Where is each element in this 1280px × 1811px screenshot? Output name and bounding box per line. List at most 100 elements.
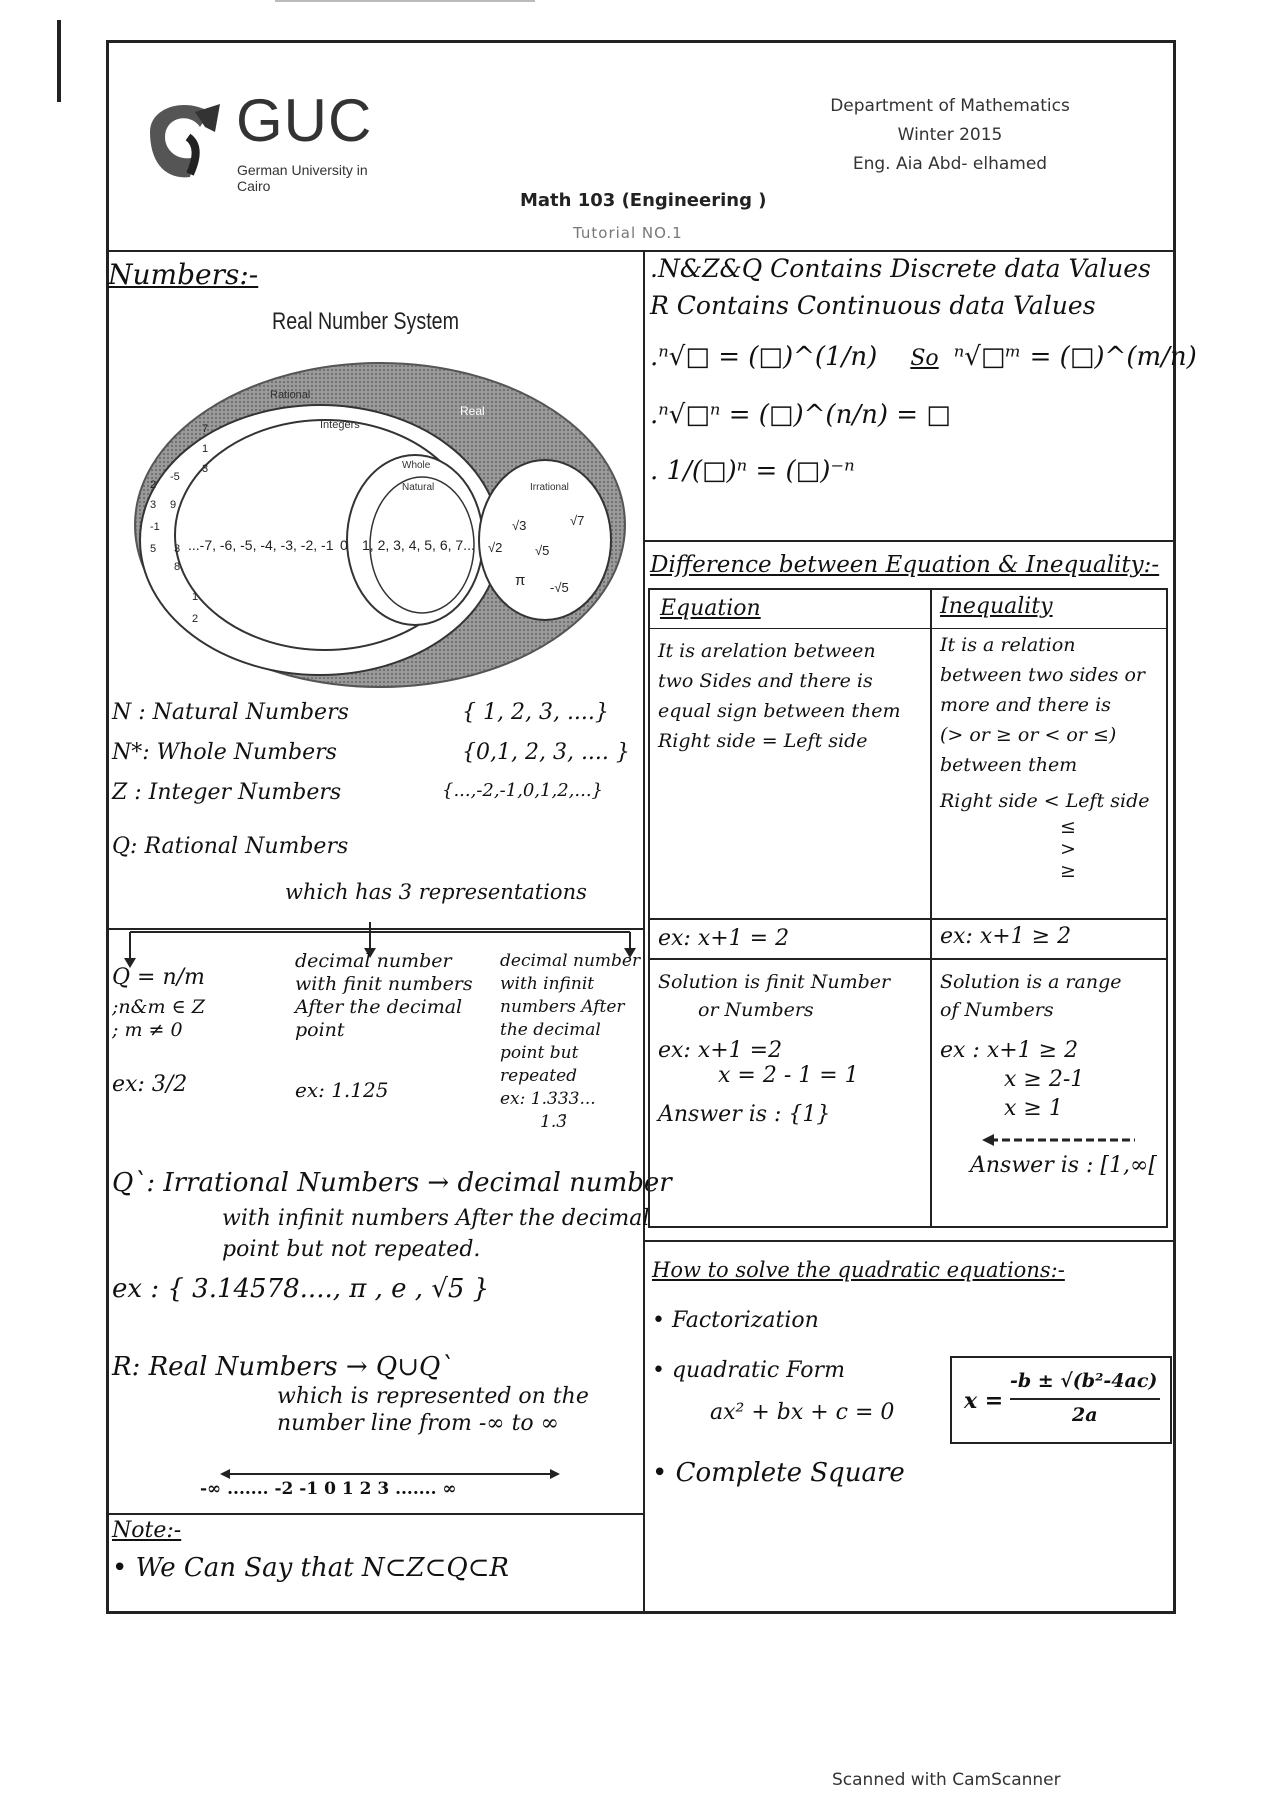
inequality-def: It is a relation between two sides or mo…	[940, 630, 1150, 882]
finite-line1: decimal number	[295, 950, 452, 972]
scan-edge-line	[275, 0, 535, 2]
inequality-head: Inequality	[940, 594, 1053, 619]
inequality-def-3: more and there is	[940, 694, 1111, 716]
fraction-def: Q = n/m	[112, 965, 205, 990]
rep-col-finite-decimal: decimal number with finit numbers After …	[295, 950, 495, 1102]
finite-line2: with finit numbers	[295, 973, 473, 995]
inequality-work-2: x ≥ 2-1	[1004, 1067, 1085, 1092]
instructor: Eng. Aia Abd- elhamed	[852, 154, 1048, 174]
inequality-def-2: between two sides or	[940, 664, 1145, 686]
real-line2: which is represented on the	[277, 1384, 589, 1409]
natural-list: 1, 2, 3, 4, 5, 6, 7...	[362, 537, 475, 553]
set-whole-label: N*: Whole Numbers	[112, 740, 337, 765]
repeat-line2: with infinit	[500, 974, 595, 994]
repeat-line3: numbers After	[500, 997, 625, 1017]
note-heading: Note:-	[112, 1518, 182, 1543]
repeat-example2: 1.3̄	[540, 1112, 568, 1132]
equation-work-2: x = 2 - 1 = 1	[718, 1063, 859, 1088]
logo-text: GUC	[236, 87, 373, 154]
quadratic-formula-box: x = -b ± √(b²-4ac) 2a	[950, 1356, 1172, 1444]
equation-def: It is arelation between two Sides and th…	[658, 636, 901, 756]
inequality-sol-2: of Numbers	[940, 999, 1054, 1021]
tutorial-number: Tutorial NO.1	[573, 224, 683, 242]
frac-m5: -5	[170, 471, 180, 483]
root-rule-1b: ⁿ√□ᵐ = (□)^(m/n)	[953, 342, 1197, 372]
frac-2: 2	[150, 479, 156, 491]
label-natural: Natural	[402, 482, 434, 493]
difference-heading: Difference between Equation & Inequality…	[650, 552, 1160, 578]
tutorial-frame	[106, 40, 1176, 1614]
irr-sqrt5: √5	[535, 543, 549, 558]
root-rule-so: So	[910, 346, 939, 371]
course-title: Math 103 (Engineering )	[520, 190, 767, 211]
left-mid-divider	[106, 928, 644, 930]
solution-ray	[982, 1134, 1135, 1146]
irrational-title: Q`: Irrational Numbers → decimal number	[112, 1168, 672, 1198]
diagram-title: Real Number System	[272, 308, 460, 335]
margin-mark	[57, 20, 61, 102]
set-natural-label: N : Natural Numbers	[112, 700, 349, 725]
note-block: Note:- • We Can Say that N⊂Z⊂Q⊂R	[112, 1518, 509, 1583]
right-top-divider	[644, 540, 1176, 542]
irr-sqrt3: √3	[512, 518, 526, 533]
irrational-block: Q`: Irrational Numbers → decimal number …	[112, 1168, 672, 1304]
irrational-ellipse	[478, 459, 612, 621]
representations: which has 3 representations	[285, 880, 587, 904]
frac-m1: -1	[150, 521, 160, 533]
equation-work-1: ex: x+1 =2	[658, 1038, 783, 1063]
equation-sol-1: Solution is finit Number	[658, 971, 891, 993]
table-ex-divider-top	[650, 918, 1166, 920]
irr-sqrt7: √7	[570, 513, 584, 528]
set-natural-value: { 1, 2, 3, ....}	[462, 700, 609, 725]
set-integer-value: {...,-2,-1,0,1,2,...}	[442, 780, 603, 801]
equation-answer: Answer is : {1}	[658, 1102, 831, 1127]
repeat-line6: repeated	[500, 1066, 578, 1086]
root-rule-2: .ⁿ√□ⁿ = (□)^(n/n) = □	[650, 400, 951, 430]
root-rule-1: .ⁿ√□ = (□)^(1/n) So ⁿ√□ᵐ = (□)^(m/n)	[650, 342, 1197, 372]
formula-bar	[1010, 1398, 1160, 1400]
frac-5: 5	[150, 543, 156, 555]
fraction-cond1: ;n&m ∈ Z	[112, 996, 205, 1018]
finite-example: ex: 1.125	[295, 1078, 389, 1102]
equation-head: Equation	[660, 596, 761, 621]
frac-7: 7	[202, 423, 208, 435]
note-text: • We Can Say that N⊂Z⊂Q⊂R	[112, 1553, 509, 1583]
irrational-line2: with infinit numbers After the decimal	[222, 1206, 650, 1231]
finite-line3: After the decimal	[295, 996, 463, 1018]
quadratic-equation: ax² + bx + c = 0	[710, 1400, 895, 1425]
irrational-line3: point but not repeated.	[222, 1237, 481, 1262]
inequality-def-7: ≤	[1060, 816, 1076, 838]
equation-def-3: equal sign between them	[658, 700, 901, 722]
label-whole: Whole	[402, 460, 431, 471]
rep-col-repeating-decimal: decimal number with infinit numbers Afte…	[500, 950, 640, 1134]
top-divider	[106, 250, 1176, 252]
repeat-line4: the decimal	[500, 1020, 601, 1040]
equation-def-4: Right side = Left side	[658, 730, 868, 752]
equation-sol-2: or Numbers	[698, 999, 814, 1021]
repeat-line5: point but	[500, 1043, 579, 1063]
guc-logo: GUC German University in Cairo	[140, 87, 400, 194]
inequality-def-9: ≥	[1060, 860, 1076, 882]
finite-line4: point	[295, 1019, 345, 1041]
fraction-example: ex: 3/2	[112, 1072, 188, 1097]
formula-x: x =	[964, 1388, 1004, 1414]
quadratic-item-form: • quadratic Form	[652, 1358, 845, 1383]
frac-3c: 3	[174, 543, 180, 555]
rep-col-fraction: Q = n/m ;n&m ∈ Z ; m ≠ 0 ex: 3/2	[112, 965, 272, 1097]
set-whole-value: {0,1, 2, 3, .... }	[462, 740, 630, 765]
right-top-block: .N&Z&Q Contains Discrete data Values R C…	[650, 254, 1197, 486]
quadratic-heading: How to solve the quadratic equations:-	[652, 1258, 1065, 1282]
guc-emblem-icon	[150, 104, 220, 178]
label-real: Real	[460, 404, 485, 418]
number-line-labels: -∞ ....... -2 -1 0 1 2 3 ....... ∞	[200, 1479, 457, 1499]
frac-9: 9	[170, 499, 176, 511]
inequality-sol-1: Solution is a range	[940, 971, 1122, 993]
frac-3: 3	[202, 463, 208, 475]
root-rule-1a: .ⁿ√□ = (□)^(1/n)	[650, 342, 878, 372]
real-block: R: Real Numbers → Q∪Q` which is represen…	[112, 1352, 589, 1436]
department-block: Department of Mathematics Winter 2015 En…	[820, 92, 1080, 179]
equation-def-1: It is arelation between	[658, 640, 876, 662]
inequality-example: ex: x+1 ≥ 2	[940, 924, 1072, 949]
logo-subtitle: German University in Cairo	[237, 162, 368, 194]
right-quadratic-divider	[644, 1240, 1176, 1242]
